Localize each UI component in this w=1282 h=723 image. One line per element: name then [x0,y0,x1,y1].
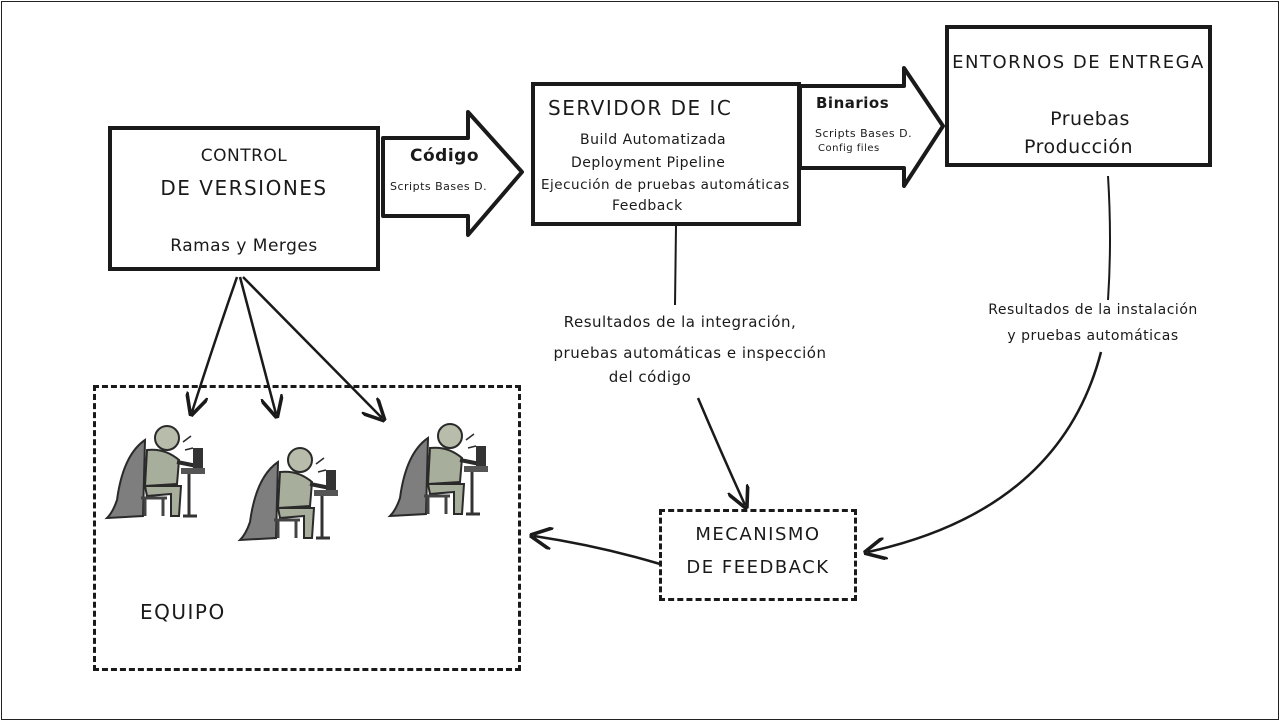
feedback-line1: MECANISMO [695,524,821,545]
servidor-item-build: Build Automatizada [580,132,727,148]
servidor-ic-box [531,82,801,226]
binarios-sub2: Config files [818,143,880,154]
entornos-down-line [1107,175,1111,301]
control-title-line1: CONTROL [200,146,288,166]
feedback-to-team-arrow [534,536,661,566]
resultados-instalacion-line2: y pruebas automáticas [1007,328,1179,344]
control-subtitle: Ramas y Merges [170,236,318,256]
codigo-sub: Scripts Bases D. [390,180,488,193]
resultados-integracion-line3: del código [608,368,692,386]
team-member-1 [104,425,205,520]
entornos-pruebas: Pruebas [1050,108,1130,130]
codigo-arrow-shape [381,110,524,237]
binarios-arrow-shape [798,66,945,188]
integracion-to-feedback-arrow [696,397,745,505]
resultados-integracion-line1: Resultados de la integración, [563,313,797,331]
team-member-3 [387,423,488,518]
control-to-member2-arrow [238,276,276,414]
control-to-member3-arrow [242,276,382,418]
team-member-2 [237,447,338,542]
control-to-member1-arrow [192,276,239,412]
binarios-label: Binarios [816,94,890,112]
servidor-title: SERVIDOR DE IC [548,96,733,120]
servidor-item-pipeline: Deployment Pipeline [571,155,726,171]
feedback-line2: DE FEEDBACK [686,557,830,578]
servidor-item-feedback: Feedback [612,198,683,214]
instalacion-to-feedback-arrow [868,351,1103,552]
servidor-item-pruebas: Ejecución de pruebas automáticas [541,177,790,193]
control-versiones-box [108,126,380,271]
binarios-sub1: Scripts Bases D. [815,127,913,140]
resultados-integracion-line2: pruebas automáticas e inspección [553,344,827,362]
feedback-mechanism-box [659,509,857,601]
servidor-down-line [674,225,677,306]
entornos-entrega-box [945,25,1212,167]
equipo-label: EQUIPO [140,600,226,624]
codigo-label: Código [410,146,479,166]
equipo-box [93,385,521,671]
control-title-line2: DE VERSIONES [160,176,328,200]
entornos-produccion: Producción [1023,136,1134,158]
entornos-title: ENTORNOS DE ENTREGA [952,52,1205,73]
resultados-instalacion-line1: Resultados de la instalación [988,302,1198,318]
